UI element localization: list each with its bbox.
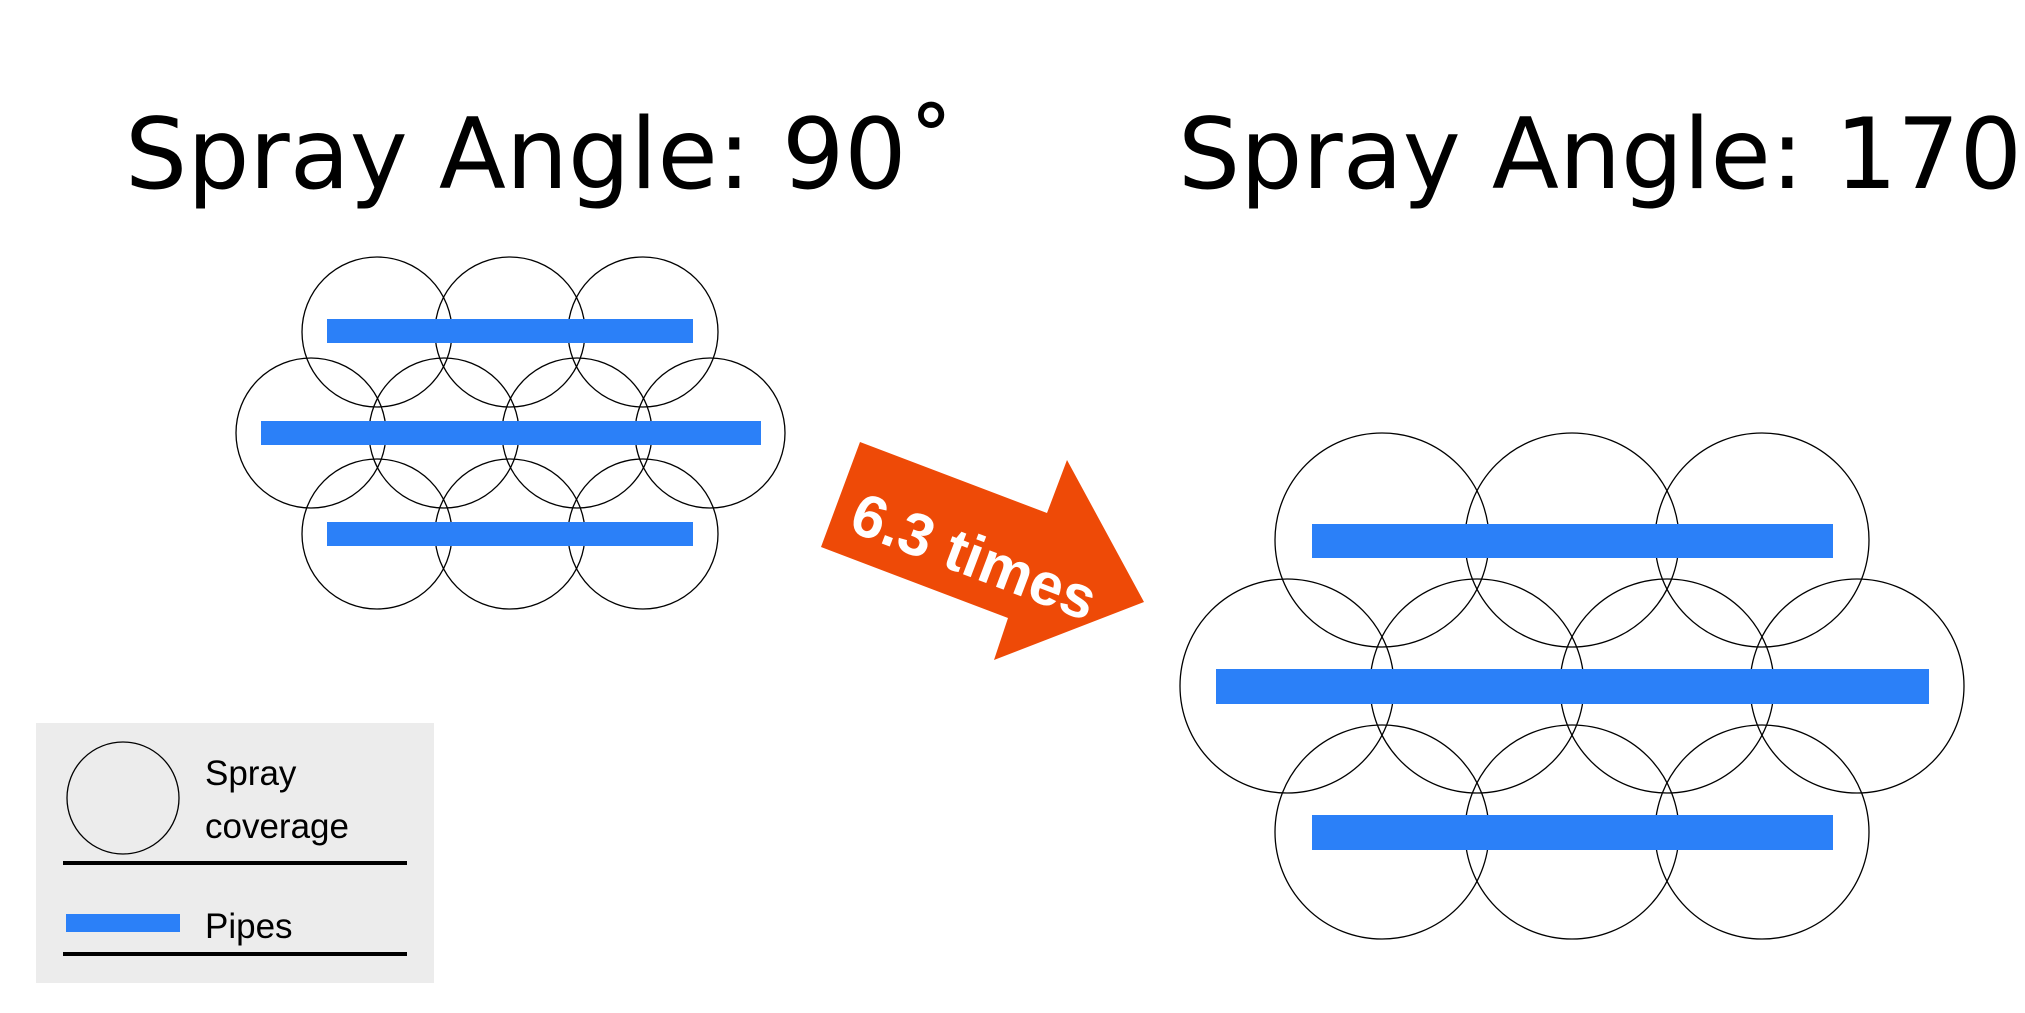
pipe-bar xyxy=(1312,524,1833,558)
pipe-bar xyxy=(1216,669,1929,704)
legend-spray-label-line2: coverage xyxy=(205,807,349,846)
pipe-bar xyxy=(261,421,761,445)
right-panel-layout xyxy=(1179,432,1965,940)
legend-background xyxy=(36,723,434,983)
legend-divider xyxy=(63,861,407,865)
left-panel-layout xyxy=(235,256,786,610)
legend-divider xyxy=(63,952,407,956)
legend: Spray coverage Pipes xyxy=(36,723,434,983)
left-title: Spray Angle: 90˚ xyxy=(125,98,956,212)
circle-outline-icon xyxy=(66,741,180,855)
blue-bar-icon xyxy=(66,914,180,932)
legend-spray-label-line1: Spray xyxy=(205,754,297,793)
pipe-bar xyxy=(1312,815,1833,850)
right-title: Spray Angle: 170˚ xyxy=(1178,98,2025,212)
right-pipes xyxy=(1216,524,1929,850)
right-arrow-icon xyxy=(821,442,1144,660)
comparison-arrow: 6.3 times xyxy=(821,442,1144,660)
legend-pipes-label: Pipes xyxy=(205,907,293,946)
pipe-bar xyxy=(327,319,693,343)
left-pipes xyxy=(261,319,761,546)
pipe-bar xyxy=(327,522,693,546)
